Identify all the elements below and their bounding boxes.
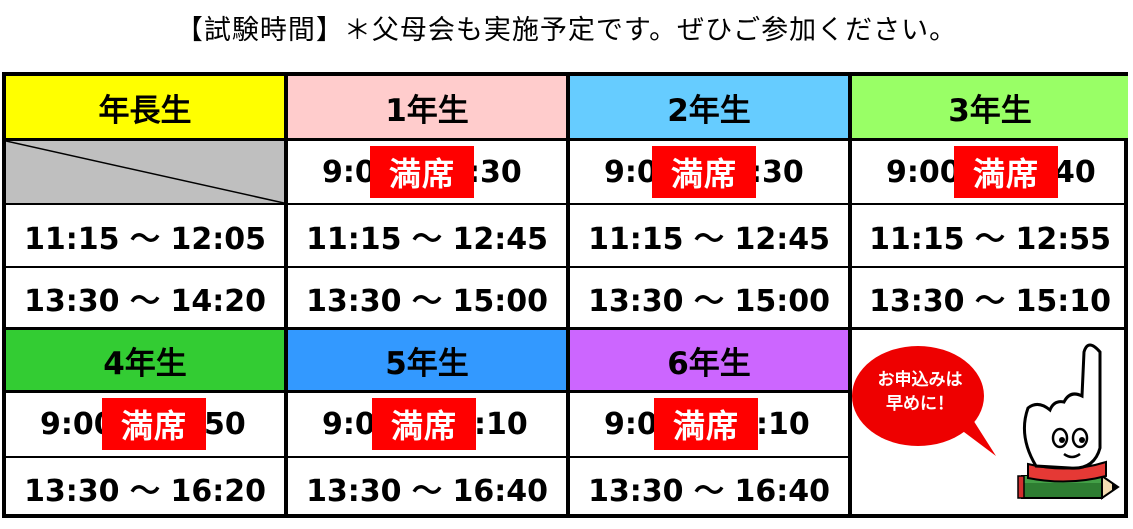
grade2-slot1-start: 9:0: [604, 154, 658, 190]
grade2-slot1: 9:0 :30: [570, 141, 848, 203]
grade1-full-badge: 満席: [370, 146, 474, 198]
divider: [6, 266, 1124, 268]
grade1-slot1-end: :30: [468, 154, 522, 190]
grade5-slot1-end: :10: [474, 407, 528, 442]
grade1-slot3: 13:30 〜 15:00: [306, 283, 548, 319]
divider: [6, 327, 1124, 330]
divider: [6, 390, 848, 393]
grade2-full-badge: 満席: [652, 146, 756, 198]
diagonal-line: [6, 141, 284, 203]
header-grade5: 5年生: [288, 330, 566, 390]
grade3-slot1: 9:00 40: [852, 141, 1128, 203]
header-grade2-label: 2年生: [667, 92, 751, 129]
grade1-slot2: 11:15 〜 12:45: [306, 221, 548, 257]
callout-text: お申込みは 早めに！: [870, 368, 970, 416]
grade3-slot3: 13:30 〜 15:10: [869, 283, 1111, 319]
divider: [6, 456, 848, 458]
grade4-full-badge: 満席: [102, 398, 206, 450]
callout-line2: 早めに！: [886, 394, 954, 414]
divider: [6, 203, 1124, 205]
header-grade4-label: 4年生: [103, 345, 187, 382]
header-grade3: 3年生: [852, 76, 1128, 138]
exam-schedule-table: 年長生 1年生 2年生 3年生 9:0 :30 満席 9:0 :30 満席 9:…: [2, 72, 1128, 518]
grade2-slot2: 11:15 〜 12:45: [588, 221, 830, 257]
header-grade1: 1年生: [288, 76, 566, 138]
grade2-slot3: 13:30 〜 15:00: [588, 283, 830, 319]
kinder-slot3: 13:30 〜 14:20: [24, 283, 266, 319]
header-grade3-label: 3年生: [948, 92, 1032, 129]
kinder-empty-cell: [6, 141, 284, 203]
grade2-slot1-end: :30: [750, 154, 804, 190]
grade6-slot1-start: 9:0: [604, 407, 658, 442]
grade3-full-badge: 満席: [954, 146, 1058, 198]
grade6-slot1: 9:0 :10: [570, 393, 848, 456]
page-title: 【試験時間】＊父母会も実施予定です。ぜひご参加ください。: [175, 15, 958, 46]
callout-line1: お申込みは: [877, 370, 963, 390]
grade1-slot1-start: 9:0: [322, 154, 376, 190]
grade5-slot1: 9:0 :10: [288, 393, 566, 456]
grade6-slot2: 13:30 〜 16:40: [588, 474, 830, 509]
mascot-illustration: [852, 343, 1120, 500]
grade1-slot1: 9:0 :30: [288, 141, 566, 203]
grade5-slot1-start: 9:0: [322, 407, 376, 442]
kinder-slot2: 11:15 〜 12:05: [24, 221, 266, 257]
grade6-slot1-end: :10: [756, 407, 810, 442]
divider: [848, 76, 852, 514]
header-grade6-label: 6年生: [667, 345, 751, 382]
divider: [566, 76, 570, 514]
header-grade2: 2年生: [570, 76, 848, 138]
header-grade1-label: 1年生: [385, 92, 469, 129]
pointing-hand-icon: [1022, 343, 1102, 470]
header-grade5-label: 5年生: [385, 345, 469, 382]
grade3-slot1-start: 9:00: [886, 154, 961, 190]
divider: [6, 138, 1124, 141]
grade4-slot2: 13:30 〜 16:20: [24, 474, 266, 509]
grade5-full-badge: 満席: [372, 398, 476, 450]
header-grade4: 4年生: [6, 330, 284, 390]
header-grade6: 6年生: [570, 330, 848, 390]
grade5-slot2: 13:30 〜 16:40: [306, 474, 548, 509]
header-kinder-label: 年長生: [98, 92, 192, 129]
header-kinder: 年長生: [6, 76, 284, 138]
divider: [284, 76, 288, 514]
grade3-slot1-end: 40: [1054, 154, 1096, 190]
grade6-full-badge: 満席: [654, 398, 758, 450]
grade3-slot2: 11:15 〜 12:55: [869, 221, 1111, 257]
